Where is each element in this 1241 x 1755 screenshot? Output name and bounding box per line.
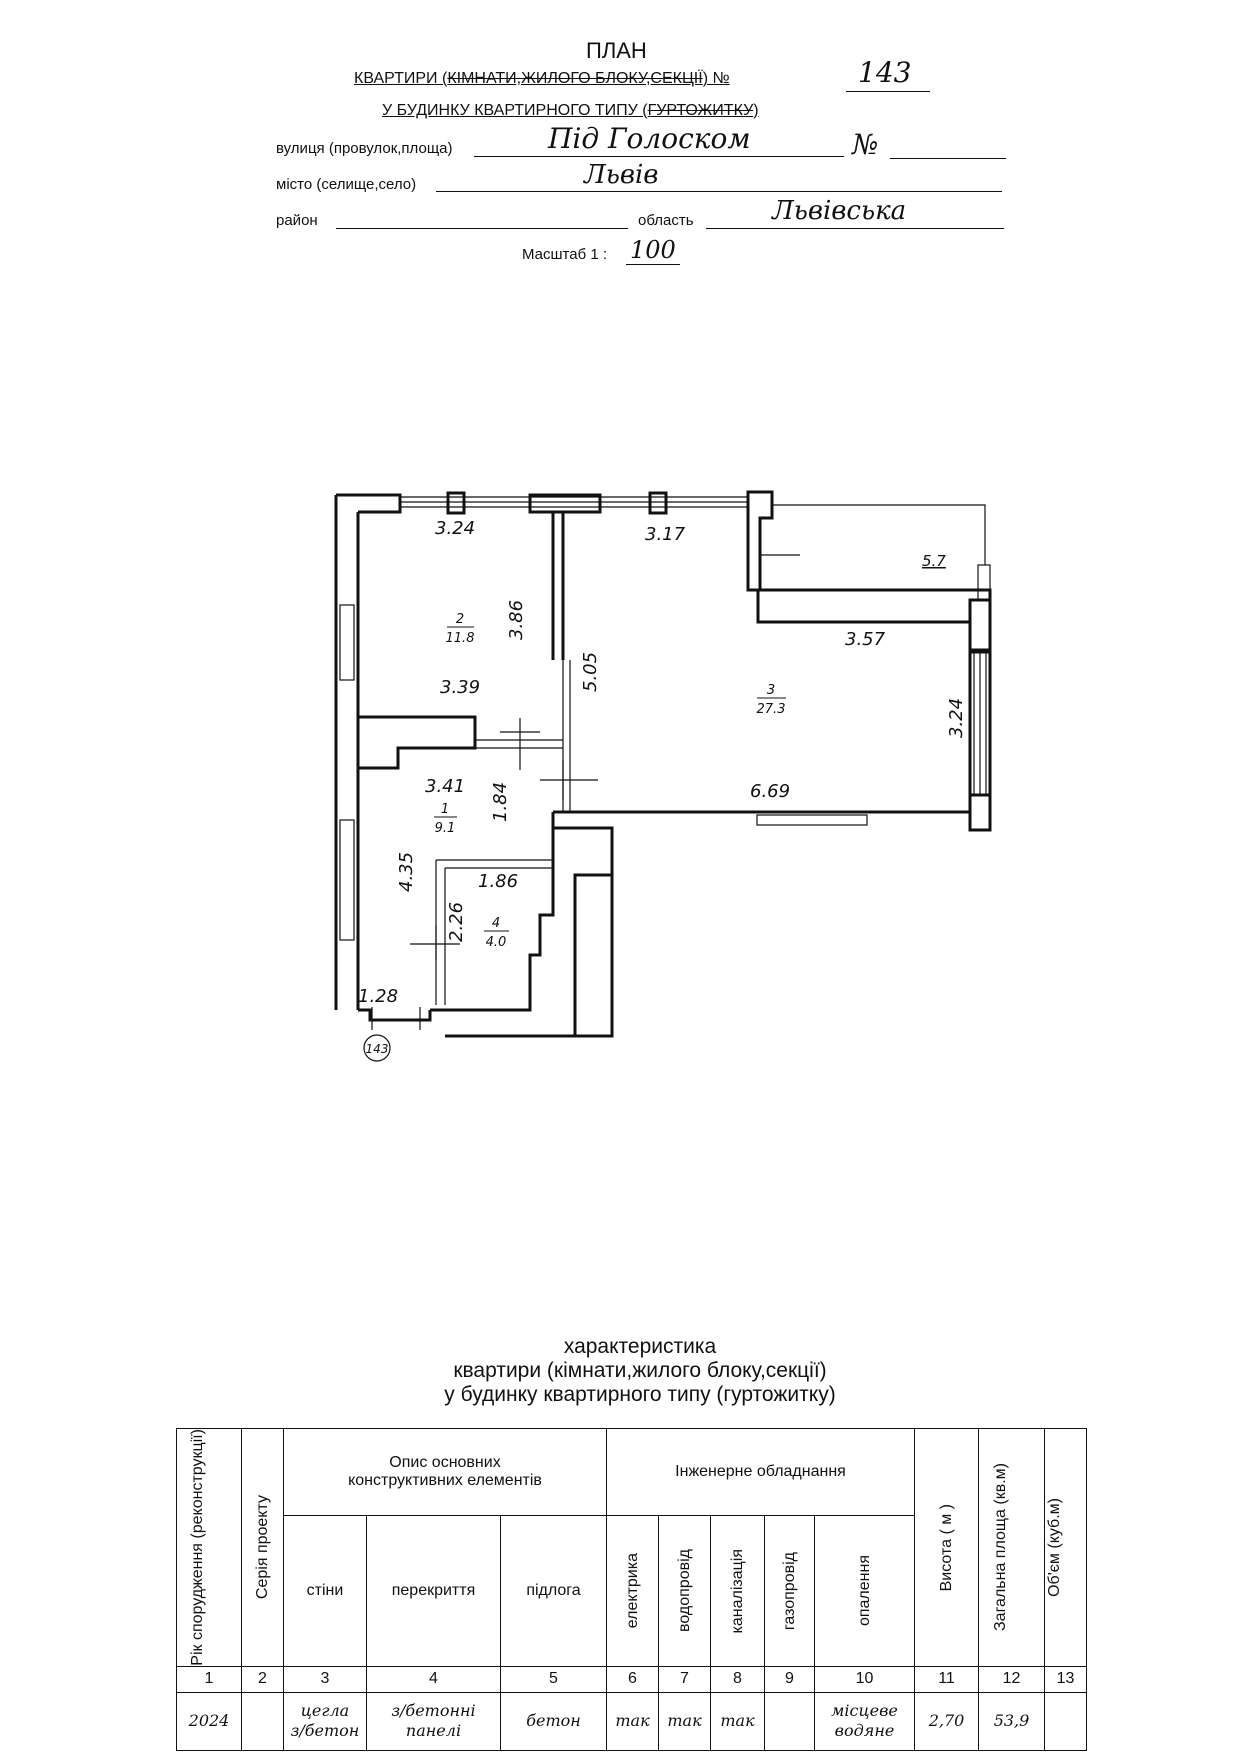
room-2-area: 11.8 xyxy=(446,631,475,646)
dim-3-57: 3.57 xyxy=(845,629,886,650)
header-year: Рік спорудження (реконструкції) xyxy=(176,1428,242,1667)
value-volume xyxy=(1044,1691,1087,1751)
apartment-marker-circle xyxy=(363,1034,391,1062)
characteristics-title: характеристика квартири (кімнати,жилого … xyxy=(444,1335,836,1406)
header-constructive: Опис основних конструктивних елементів xyxy=(283,1427,607,1517)
room-3-number: 3 xyxy=(767,683,775,698)
city-value: Львів xyxy=(584,160,659,190)
top-wall-middle xyxy=(528,493,602,514)
value-year: 2024 xyxy=(176,1691,242,1751)
street-value: Під Голоском xyxy=(548,122,751,155)
east-pier xyxy=(968,793,992,832)
dim-3-17: 3.17 xyxy=(645,524,686,545)
window-south xyxy=(756,814,868,826)
window-band-north xyxy=(400,496,748,508)
window-pier-2 xyxy=(648,491,668,515)
room-1-number: 1 xyxy=(441,802,449,817)
west-wall xyxy=(334,495,360,1010)
top-wall-corner xyxy=(746,490,774,592)
apartment-line: КВАРТИРИ (КІМНАТИ,ЖИЛОГО БЛОКУ,СЕКЦІЇ) № xyxy=(354,70,730,87)
value-height: 2,70 xyxy=(914,1691,979,1751)
door-room3 xyxy=(562,660,571,812)
header-walls: стіни xyxy=(283,1515,367,1667)
dim-3-24: 3.24 xyxy=(435,518,475,539)
region-value: Львівська xyxy=(772,196,907,226)
street-label: вулиця (провулок,площа) xyxy=(276,140,453,157)
header-water: водопровід xyxy=(658,1515,711,1667)
header-floor: підлога xyxy=(500,1515,607,1667)
header-gas: газопровід xyxy=(764,1515,815,1667)
bathroom-partition xyxy=(435,859,553,1005)
partition-2-3 xyxy=(551,512,565,660)
door-room2 xyxy=(475,739,563,749)
room3-east-wall xyxy=(968,652,992,795)
value-area: 53,9 xyxy=(978,1691,1045,1751)
scale-value: 100 xyxy=(630,236,676,264)
value-water: так xyxy=(658,1691,711,1751)
dim-1-86: 1.86 xyxy=(478,871,518,892)
apartment-marker: 143 xyxy=(366,1042,389,1056)
value-gas xyxy=(764,1691,815,1751)
dim-1-84: 1.84 xyxy=(490,782,511,822)
room3-north-wall xyxy=(756,590,992,652)
header-heating: опалення xyxy=(814,1515,915,1667)
room-4-area: 4.0 xyxy=(486,935,507,950)
characteristics-table: Рік спорудження (реконструкції) Серія пр… xyxy=(176,1427,1087,1751)
column-numbers-row: 1 2 3 4 5 6 7 8 9 10 11 12 13 xyxy=(176,1665,1087,1693)
top-wall-left xyxy=(336,493,402,514)
house-number-label: № xyxy=(852,128,879,161)
district-label: район xyxy=(276,212,318,229)
dim-3-41: 3.41 xyxy=(425,776,465,797)
window-band-east xyxy=(973,652,987,795)
header-engineering: Інженерне обладнання xyxy=(606,1427,915,1517)
dim-3-39: 3.39 xyxy=(440,677,480,698)
scale-label: Масштаб 1 : xyxy=(522,246,608,263)
room-2-number: 2 xyxy=(456,612,464,627)
header-electric: електрика xyxy=(606,1515,659,1667)
room-4-number: 4 xyxy=(492,916,500,931)
partition-2-1 xyxy=(358,715,477,770)
dim-4-35: 4.35 xyxy=(396,852,417,892)
header-series: Серія проекту xyxy=(241,1428,284,1667)
room3-south-wall xyxy=(445,810,970,1038)
window-west-1 xyxy=(339,604,355,681)
room-3-area: 27.3 xyxy=(757,702,786,717)
dim-6-69: 6.69 xyxy=(750,781,790,802)
header-floors-over: перекриття xyxy=(366,1515,501,1667)
header-volume: Об'єм (куб.м) xyxy=(1044,1428,1087,1667)
room-1-area: 9.1 xyxy=(435,821,456,836)
dim-5-05: 5.05 xyxy=(580,652,601,692)
window-west-2 xyxy=(339,819,355,941)
window-pier-1 xyxy=(446,491,466,515)
region-label: область xyxy=(638,212,694,229)
header-height: Висота ( м ) xyxy=(914,1428,979,1667)
value-floor: бетон xyxy=(500,1691,607,1751)
city-label: місто (селище,село) xyxy=(276,176,417,193)
dim-1-28: 1.28 xyxy=(358,986,398,1007)
balcony-outline xyxy=(772,504,986,565)
header-sewer: каналізація xyxy=(710,1515,765,1667)
dim-3-24-east: 3.24 xyxy=(946,698,967,738)
page-title: ПЛАН xyxy=(586,38,647,63)
dim-2-26: 2.26 xyxy=(446,902,467,942)
dim-5-7: 5.7 xyxy=(922,552,946,570)
value-electric: так xyxy=(606,1691,659,1751)
value-sewer: так xyxy=(710,1691,765,1751)
building-type-line: У БУДИНКУ КВАРТИРНОГО ТИПУ (ГУРТОЖИТКУ) xyxy=(382,102,759,119)
apartment-number: 143 xyxy=(858,56,912,89)
value-series xyxy=(241,1691,284,1751)
dim-3-86: 3.86 xyxy=(506,600,527,640)
header-area: Загальна площа (кв.м) xyxy=(978,1428,1045,1667)
bathroom-wall xyxy=(430,828,555,1012)
